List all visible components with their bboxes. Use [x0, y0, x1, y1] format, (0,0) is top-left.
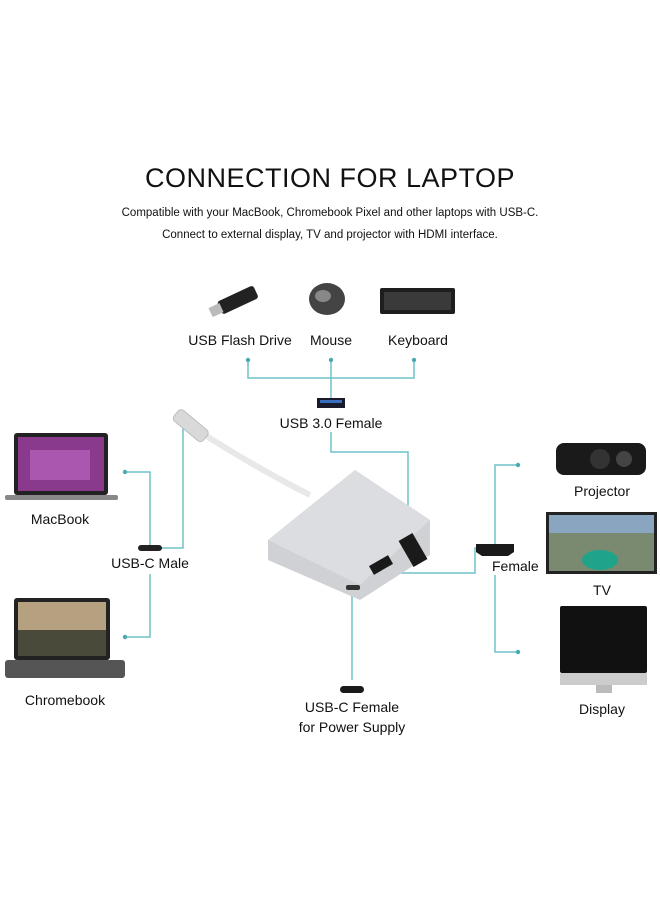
subtitle-line-2: Connect to external display, TV and proj… — [162, 229, 498, 241]
usb3-female-label: USB 3.0 Female — [279, 415, 383, 431]
chromebook-label: Chromebook — [24, 692, 106, 708]
projector-label: Projector — [573, 483, 631, 499]
display-label: Display — [579, 701, 625, 717]
tv-label: TV — [593, 582, 611, 598]
usb-c-power-label-2: for Power Supply — [298, 719, 406, 735]
keyboard-label: Keyboard — [388, 332, 448, 348]
mouse-label: Mouse — [309, 332, 353, 348]
page-title: CONNECTION FOR LAPTOP — [144, 163, 516, 193]
subtitle-line-1: Compatible with your MacBook, Chromebook… — [121, 207, 539, 219]
usb-c-power-label-1: USB-C Female — [304, 699, 400, 715]
usb-c-male-label: USB-C Male — [111, 555, 189, 571]
hdmi-female-label: Female — [492, 558, 539, 574]
usb-flash-drive-label: USB Flash Drive — [188, 332, 292, 348]
macbook-label: MacBook — [30, 511, 90, 527]
